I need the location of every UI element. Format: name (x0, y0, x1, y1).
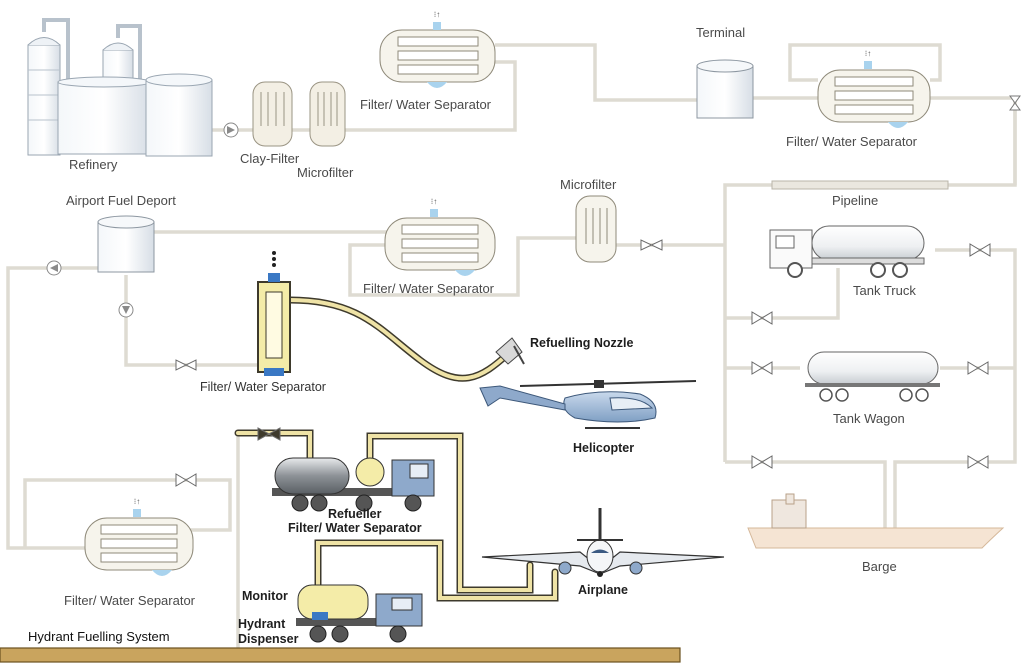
airplane (481, 508, 725, 577)
barge-label: Barge (862, 559, 897, 574)
fws-depot-label: Filter/ Water Separator (363, 281, 495, 296)
microfilter-top-label: Microfilter (297, 165, 354, 180)
tank-truck (769, 225, 925, 278)
refuelling-nozzle-label: Refuelling Nozzle (530, 336, 634, 350)
tank-truck-label: Tank Truck (853, 283, 916, 298)
terminal-tank (696, 59, 754, 119)
valve-icon (1009, 95, 1021, 111)
tank-wagon-label: Tank Wagon (833, 411, 905, 426)
terminal-label: Terminal (696, 25, 746, 40)
fws-nozzle-label: Filter/ Water Separator (200, 380, 326, 394)
separator-terminal: ⁝↑ (817, 49, 931, 128)
svg-text:⁝↑: ⁝↑ (865, 49, 872, 58)
svg-text:⁝↑: ⁝↑ (134, 497, 141, 506)
monitor-label: Monitor (242, 589, 288, 603)
svg-text:⁝↑: ⁝↑ (431, 197, 438, 206)
helicopter-label: Helicopter (573, 441, 635, 455)
dispenser-label: Dispenser (238, 632, 299, 646)
svg-text:⁝↑: ⁝↑ (434, 10, 441, 19)
clay-filter-label: Clay-Filter (240, 151, 300, 166)
helicopter (479, 380, 697, 429)
refueller-label: Refueller (328, 507, 382, 521)
separator-depot: ⁝↑ (384, 197, 496, 276)
clay-filter (252, 81, 293, 147)
hydrant-label: Hydrant (238, 617, 286, 631)
separator-top: ⁝↑ (379, 10, 496, 88)
refuelling-hose (234, 296, 559, 602)
barge (747, 493, 1005, 549)
microfilter-top (309, 81, 346, 147)
pipeline-label: Pipeline (832, 193, 879, 208)
microfilter-mid (575, 195, 617, 263)
airport-fuel-depot-label: Airport Fuel Deport (66, 193, 176, 208)
pump-icon (46, 260, 62, 276)
pipeline (771, 180, 949, 190)
separator-nozzle (257, 251, 291, 376)
fws-hydrant-label: Filter/ Water Separator (64, 593, 196, 608)
hydrant-dispenser (296, 584, 423, 643)
refinery (27, 18, 213, 157)
refinery-label: Refinery (69, 157, 118, 172)
airport-fuel-depot-tank (97, 215, 155, 273)
refueller-truck (272, 457, 435, 512)
microfilter-mid-label: Microfilter (560, 177, 617, 192)
pump-icon (118, 302, 134, 318)
tank-wagon (805, 351, 940, 402)
fws-top-label: Filter/ Water Separator (360, 97, 492, 112)
pump-icon (223, 122, 239, 138)
separator-hydrant: ⁝↑ (84, 497, 194, 576)
valve-icon (175, 239, 991, 487)
refuelling-nozzle (495, 337, 525, 365)
fws-refueller-label: Filter/ Water Separator (288, 521, 422, 535)
hydrant-fuelling-system-label: Hydrant Fuelling System (28, 629, 170, 644)
airplane-label: Airplane (578, 583, 629, 597)
hydrant-main-pipe (0, 647, 681, 663)
fws-terminal-label: Filter/ Water Separator (786, 134, 918, 149)
